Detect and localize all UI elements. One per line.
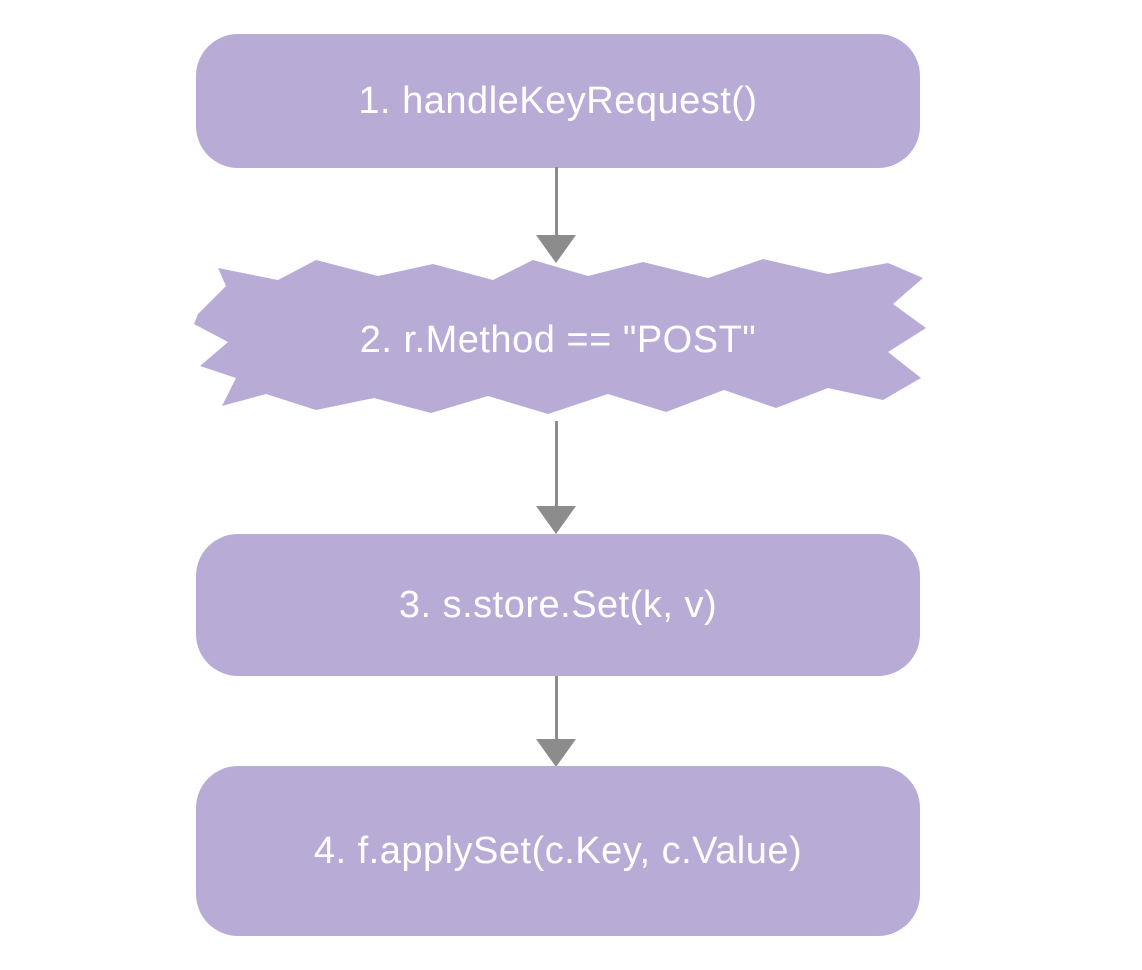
torn-banner-shape — [194, 259, 926, 414]
flow-step-1-label: 1. handleKeyRequest() — [358, 79, 758, 122]
arrow-down-icon — [536, 235, 576, 263]
flow-step-2-label: 2. r.Method == "POST" — [359, 318, 757, 361]
arrow-step3-to-step4 — [534, 676, 578, 767]
flow-step-3-label: 3. s.store.Set(k, v) — [398, 583, 718, 626]
flow-step-1-handle-key-request: 1. handleKeyRequest() — [196, 34, 920, 168]
arrow-down-icon — [536, 739, 576, 767]
flow-step-3-store-set: 3. s.store.Set(k, v) — [196, 534, 920, 676]
flow-step-4-apply-set: 4. f.applySet(c.Key, c.Value) — [196, 766, 920, 936]
arrow-down-icon — [536, 506, 576, 534]
arrow-shaft — [554, 676, 558, 739]
arrow-step1-to-step2 — [534, 167, 578, 263]
arrow-shaft — [554, 421, 558, 506]
arrow-step2-to-step3 — [534, 421, 578, 534]
flow-step-2-method-check: 2. r.Method == "POST" — [188, 256, 928, 424]
arrow-shaft — [554, 167, 558, 235]
flow-step-4-label: 4. f.applySet(c.Key, c.Value) — [313, 829, 803, 872]
